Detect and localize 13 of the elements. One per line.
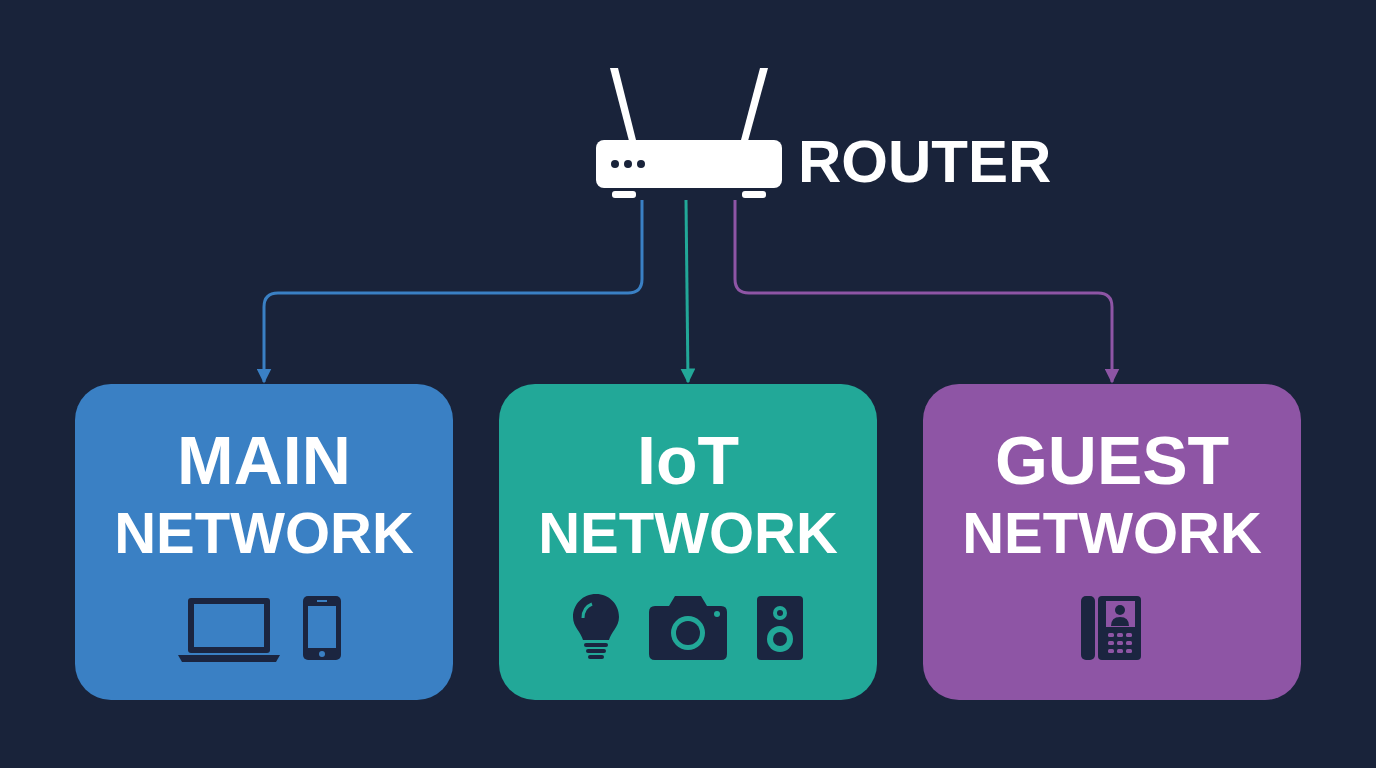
network-box xyxy=(923,384,1301,700)
network-subtitle: NETWORK xyxy=(113,502,415,564)
network-title: MAIN xyxy=(176,424,352,496)
network-box xyxy=(499,384,877,700)
router-label: ROUTER xyxy=(798,130,1052,194)
network-subtitle: NETWORK xyxy=(537,502,839,564)
network-title: IoT xyxy=(636,424,740,496)
network-box xyxy=(75,384,453,700)
arrow xyxy=(733,200,1120,384)
network-subtitle: NETWORK xyxy=(961,502,1263,564)
network-title: GUEST xyxy=(993,424,1231,496)
arrow xyxy=(680,200,696,384)
arrow xyxy=(256,200,644,384)
